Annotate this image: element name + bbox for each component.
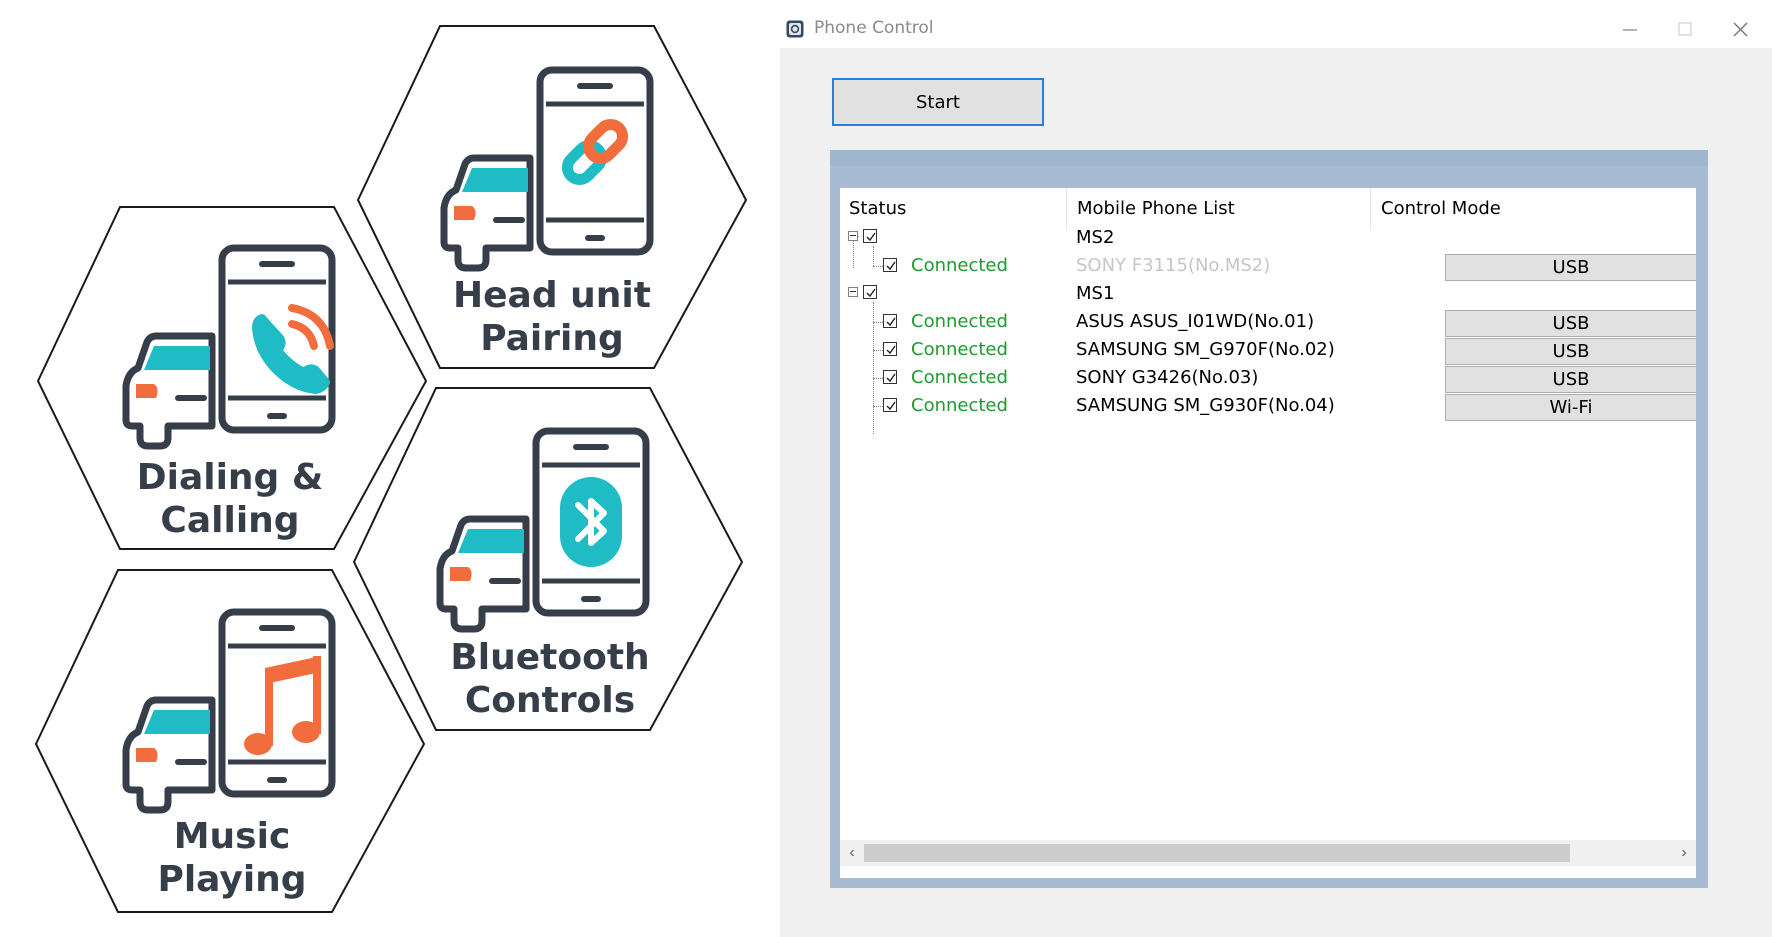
group-checkbox[interactable]	[863, 285, 877, 299]
hexagon-outlines	[34, 25, 748, 913]
title-bar[interactable]: Phone Control	[780, 0, 1772, 48]
bluetooth-icon	[560, 477, 622, 567]
device-row[interactable]: Connected SONY G3426(No.03) USB	[840, 364, 1696, 396]
feature-label-bluetooth: Bluetooth Controls	[420, 636, 680, 722]
minimize-icon[interactable]	[1610, 14, 1650, 44]
feature-label-pairing: Head unit Pairing	[422, 274, 682, 360]
collapse-toggle[interactable]	[848, 287, 858, 297]
device-checkbox[interactable]	[883, 314, 897, 328]
horizontal-scrollbar[interactable]: ‹ ›	[840, 840, 1696, 866]
feature-label-line1: Head unit	[453, 275, 651, 316]
dialing-illustration	[126, 248, 332, 446]
phone-control-window: Phone Control Start Status Mobile Phone …	[780, 0, 1772, 937]
link-icon	[561, 118, 629, 186]
column-header-phone-list[interactable]: Mobile Phone List	[1077, 198, 1235, 219]
column-divider	[1066, 188, 1067, 230]
feature-label-line1: Bluetooth	[450, 637, 650, 678]
tree-line	[873, 350, 885, 351]
group-row-ms2[interactable]: MS2	[840, 224, 1696, 256]
maximize-icon[interactable]	[1665, 14, 1705, 44]
tree-line	[873, 246, 874, 266]
group-checkbox[interactable]	[863, 229, 877, 243]
device-checkbox[interactable]	[883, 370, 897, 384]
column-header-control-mode[interactable]: Control Mode	[1381, 198, 1501, 219]
tree-line	[873, 322, 885, 323]
device-list-frame: Status Mobile Phone List Control Mode MS…	[830, 150, 1708, 888]
scrollbar-thumb[interactable]	[864, 844, 1570, 862]
app-icon	[786, 20, 804, 38]
tree-line	[873, 302, 874, 434]
device-checkbox[interactable]	[883, 342, 897, 356]
window-title: Phone Control	[814, 18, 934, 38]
music-note-icon	[244, 656, 321, 755]
feature-label-line1: Dialing &	[136, 457, 324, 498]
feature-label-line2: Pairing	[480, 318, 624, 359]
tree-line	[873, 406, 885, 407]
close-icon[interactable]	[1720, 14, 1760, 44]
control-mode-button[interactable]: USB	[1445, 366, 1696, 393]
bluetooth-illustration	[440, 431, 646, 629]
tree-line	[873, 378, 885, 379]
device-status: Connected	[911, 367, 1008, 388]
group-name: MS1	[1076, 283, 1115, 304]
feature-label-music: Music Playing	[102, 815, 362, 901]
feature-label-line2: Controls	[464, 680, 636, 721]
tree-line	[873, 266, 885, 267]
feature-hexagons: Head unit Pairing Dialing & Calling Blue…	[0, 0, 780, 937]
control-mode-button[interactable]: Wi-Fi	[1445, 394, 1696, 421]
music-illustration	[126, 612, 332, 810]
start-button[interactable]: Start	[832, 78, 1044, 126]
device-name: ASUS ASUS_I01WD(No.01)	[1076, 311, 1315, 332]
scroll-left-icon[interactable]: ‹	[849, 844, 855, 861]
device-name: SONY F3115(No.MS2)	[1076, 255, 1271, 276]
phone-call-icon	[252, 304, 334, 394]
scroll-right-icon[interactable]: ›	[1681, 844, 1687, 861]
device-row[interactable]: Connected SAMSUNG SM_G970F(No.02) USB	[840, 336, 1696, 368]
control-mode-button[interactable]: USB	[1445, 254, 1696, 281]
device-status: Connected	[911, 311, 1008, 332]
device-checkbox[interactable]	[883, 258, 897, 272]
device-status: Connected	[911, 395, 1008, 416]
device-row[interactable]: Connected SAMSUNG SM_G930F(No.04) Wi-Fi	[840, 392, 1696, 424]
feature-label-dialing: Dialing & Calling	[100, 456, 360, 542]
column-divider	[1370, 188, 1371, 230]
feature-label-line1: Music	[173, 816, 291, 857]
device-row[interactable]: Connected ASUS ASUS_I01WD(No.01) USB	[840, 308, 1696, 340]
device-row[interactable]: Connected SONY F3115(No.MS2) USB	[840, 252, 1696, 284]
column-header-status[interactable]: Status	[849, 198, 907, 219]
group-row-ms1[interactable]: MS1	[840, 280, 1696, 312]
tree-line	[853, 236, 854, 268]
control-mode-button[interactable]: USB	[1445, 338, 1696, 365]
pairing-illustration	[444, 70, 650, 268]
frame-header-strip	[830, 150, 1708, 166]
device-status: Connected	[911, 255, 1008, 276]
device-name: SAMSUNG SM_G930F(No.04)	[1076, 395, 1335, 416]
device-tree-list[interactable]: Status Mobile Phone List Control Mode MS…	[840, 188, 1696, 878]
device-checkbox[interactable]	[883, 398, 897, 412]
device-status: Connected	[911, 339, 1008, 360]
feature-label-line2: Calling	[160, 500, 300, 541]
device-name: SONY G3426(No.03)	[1076, 367, 1259, 388]
feature-label-line2: Playing	[157, 859, 307, 900]
collapse-toggle[interactable]	[848, 231, 858, 241]
device-name: SAMSUNG SM_G970F(No.02)	[1076, 339, 1335, 360]
group-name: MS2	[1076, 227, 1115, 248]
control-mode-button[interactable]: USB	[1445, 310, 1696, 337]
